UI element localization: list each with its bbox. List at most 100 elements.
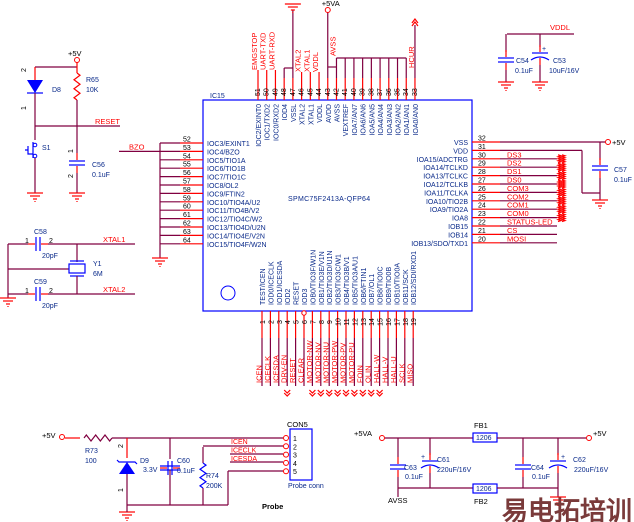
c54-value: 0.1uF <box>515 68 533 75</box>
pin-number: 35 <box>395 88 402 96</box>
probe-net-label: ICECLK <box>231 448 257 455</box>
c61-ref: C61 <box>437 457 450 464</box>
pin-name: IOC2/EXINT0 <box>256 104 263 147</box>
pin-name: IOA4/AN4 <box>378 104 385 136</box>
pin-number: 36 <box>386 88 393 96</box>
d9-value: 3.3V <box>143 467 158 474</box>
pin-number: 1 <box>25 288 29 295</box>
c58-value: 20pF <box>42 253 58 260</box>
ground-icon <box>284 3 301 13</box>
c63-ref: C63 <box>404 465 417 472</box>
offpage-connector-icon <box>560 162 567 172</box>
offpage-connector-icon <box>556 154 563 164</box>
pin-number: 49 <box>272 88 279 96</box>
plate <box>420 464 440 469</box>
pin-number: 17 <box>394 318 401 326</box>
connector-pin-number: 5 <box>293 469 297 476</box>
pin-number: 28 <box>478 169 486 176</box>
c60-ref: C60 <box>177 458 190 465</box>
plate <box>530 56 550 61</box>
pin-number: 9 <box>327 320 334 324</box>
net-label: UART-TXD <box>259 32 268 70</box>
ground-icon <box>532 81 548 91</box>
pin-number: 34 <box>403 88 410 96</box>
offpage-connector-icon <box>334 389 342 397</box>
pin-number: 2 <box>268 320 275 324</box>
pin-number: 64 <box>183 237 191 244</box>
pin-number: 32 <box>478 136 486 143</box>
pin-name: VSSL <box>291 104 298 122</box>
pin-name: IOB6/FTIN1 <box>361 268 368 305</box>
pin-number: 12 <box>352 318 359 326</box>
pin-number: 21 <box>478 228 486 235</box>
pin-name: IOA11/TCLKA <box>424 190 468 197</box>
offpage-connector-icon <box>317 389 325 397</box>
net-label: ICESDA <box>271 355 280 383</box>
c57-value: 0.1uF <box>614 177 632 184</box>
terminal-icon <box>605 139 611 145</box>
pin-number: 25 <box>478 194 486 201</box>
r65-value: 10K <box>86 87 99 94</box>
pin-name: IOA1/AN1 <box>404 104 411 136</box>
pin-number: 19 <box>411 318 418 326</box>
pin-name: IOC5/TIO1A <box>207 158 246 165</box>
offpage-connector-icon <box>367 389 375 397</box>
pin-number: 5 <box>294 320 301 324</box>
pin-name: IOA15/ADCTRG <box>417 157 468 164</box>
pin-name: IOA13/TCLKC <box>423 174 468 181</box>
net-label: XTAL2 <box>294 50 303 72</box>
pin-name: IOB7/OL1 <box>369 274 376 305</box>
pin-number: 48 <box>281 88 288 96</box>
pin-name: IOA0/AN0 <box>413 104 420 136</box>
pin-number: 15 <box>378 318 385 326</box>
net-label: COM0 <box>507 209 529 218</box>
pin-number: 11 <box>344 318 351 325</box>
net-label: XTAL1 <box>302 50 311 72</box>
c60-value: 0.1uF <box>177 468 195 475</box>
avss-label: AVSS <box>388 496 407 505</box>
net-label: EMGSTOP <box>250 33 259 70</box>
pin-number: 58 <box>183 187 191 194</box>
offpage-connector-icon <box>560 213 567 223</box>
c58-capacitor-icon <box>28 237 48 251</box>
probe-net-label: ICEN <box>231 439 248 446</box>
offpage-connector-icon <box>342 389 350 397</box>
c62-ref: C62 <box>573 457 586 464</box>
net-label: DS0 <box>507 176 522 185</box>
c57-capacitor-icon <box>592 158 608 178</box>
net-label: OLIN <box>364 365 373 383</box>
vsa-label: +5VA <box>354 429 372 438</box>
inverted-pin-icon <box>301 310 307 316</box>
d9-ref: D9 <box>140 458 149 465</box>
c64-value: 0.1uF <box>532 474 550 481</box>
net-label: MOTOR-NV <box>313 342 322 383</box>
connector-pin-icon <box>283 435 289 441</box>
pin-number: 30 <box>478 152 486 159</box>
offpage-connector-icon <box>556 213 563 223</box>
pin-name: IOA10/TIO2B <box>426 199 468 206</box>
fb1-ref: FB1 <box>474 421 488 430</box>
pin-number: 52 <box>183 137 191 144</box>
c61-capacitor-icon <box>420 453 440 473</box>
ground-icon <box>69 192 85 202</box>
r74-ref: R74 <box>206 473 219 480</box>
c60-capacitor-icon <box>160 461 180 475</box>
pin-number: 46 <box>299 88 306 96</box>
pin-name: IOC12/TIO4C/W2 <box>207 217 262 224</box>
watermark-logo: 易电拓培训 <box>502 496 632 522</box>
c57-ref: C57 <box>614 167 627 174</box>
pin-name: IOB13/SDO/TXD1 <box>411 241 468 248</box>
con5-ref: CON5 <box>287 420 308 429</box>
pin-name: IOA8 <box>452 216 468 223</box>
net-label: UART-RXD <box>267 31 276 70</box>
pin-name: IOB0/TIO3F/W1N <box>310 250 317 305</box>
c63-value: 0.1uF <box>405 474 423 481</box>
plus-sign: + <box>421 454 425 461</box>
offpage-connector-icon <box>556 179 563 189</box>
net-label: MOTOR-PU <box>347 342 356 383</box>
pin-name: IOB3/TIO3C/W1 <box>336 254 343 305</box>
pin-number: 50 <box>264 88 271 96</box>
net-label-reset: RESET <box>95 117 120 126</box>
c63-capacitor-icon <box>390 457 406 477</box>
